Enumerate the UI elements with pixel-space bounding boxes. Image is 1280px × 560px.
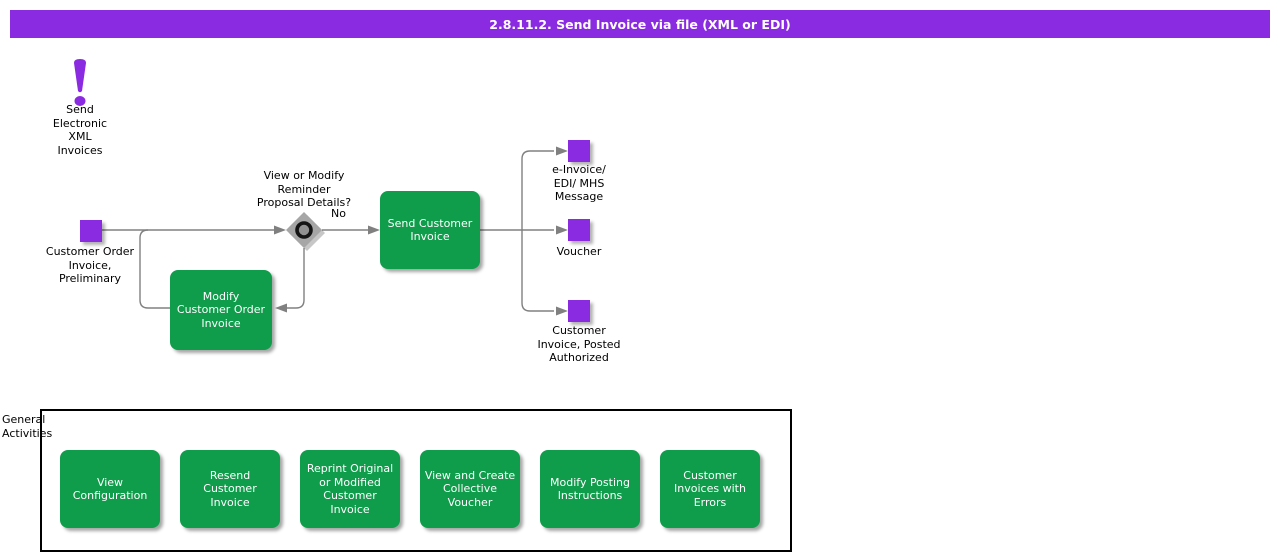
arrow-into-decision bbox=[274, 225, 286, 235]
arrow-into-modify-task bbox=[275, 303, 287, 313]
title-bar: 2.8.11.2. Send Invoice via file (XML or … bbox=[10, 10, 1270, 38]
arrow-into-posted bbox=[556, 306, 568, 316]
task-view-and-create-collective-voucher[interactable]: View and Create Collective Voucher bbox=[420, 450, 520, 528]
general-activities-label: General Activities bbox=[2, 413, 53, 440]
task-resend-customer-invoice[interactable]: Resend Customer Invoice bbox=[180, 450, 280, 528]
data-object-customer-invoice-posted-label: Customer Invoice, Posted Authorized bbox=[537, 324, 621, 364]
data-object-customer-invoice-posted[interactable] bbox=[568, 300, 590, 322]
data-object-customer-order-invoice-label: Customer Order Invoice, Preliminary bbox=[45, 245, 135, 285]
data-object-customer-order-invoice[interactable] bbox=[80, 220, 102, 242]
data-object-einvoice-edi-mhs-message[interactable] bbox=[568, 140, 590, 162]
task-modify-posting-instructions[interactable]: Modify Posting Instructions bbox=[540, 450, 640, 528]
connector-modify-return bbox=[139, 229, 170, 309]
arrow-into-voucher bbox=[556, 225, 568, 235]
task-reprint-original-or-modified-customer-invoice[interactable]: Reprint Original or Modified Customer In… bbox=[300, 450, 400, 528]
data-object-voucher-label: Voucher bbox=[556, 245, 602, 258]
page-title: 2.8.11.2. Send Invoice via file (XML or … bbox=[489, 16, 791, 32]
connector-send-to-posted bbox=[521, 230, 554, 312]
arrow-into-send-task bbox=[368, 225, 380, 235]
arrow-into-einvoice bbox=[556, 146, 568, 156]
connector-decision-to-modify bbox=[287, 248, 305, 309]
task-send-customer-invoice[interactable]: Send Customer Invoice bbox=[380, 191, 480, 269]
data-object-einvoice-edi-mhs-message-label: e-Invoice/ EDI/ MHS Message bbox=[552, 163, 606, 203]
decision-diamond-icon bbox=[286, 212, 325, 251]
connector-send-to-einvoice bbox=[521, 150, 554, 230]
task-view-configuration[interactable]: View Configuration bbox=[60, 450, 160, 528]
start-event-label: Send Electronic XML Invoices bbox=[52, 103, 108, 157]
decision-answer-no-label: No bbox=[331, 207, 346, 220]
task-customer-invoices-with-errors[interactable]: Customer Invoices with Errors bbox=[660, 450, 760, 528]
decision-question-label: View or Modify Reminder Proposal Details… bbox=[256, 169, 352, 209]
exclamation-icon[interactable] bbox=[66, 58, 94, 110]
data-object-voucher[interactable] bbox=[568, 219, 590, 241]
task-modify-customer-order-invoice[interactable]: Modify Customer Order Invoice bbox=[170, 270, 272, 350]
arrowheads bbox=[274, 146, 568, 316]
general-activities-container bbox=[40, 409, 792, 552]
